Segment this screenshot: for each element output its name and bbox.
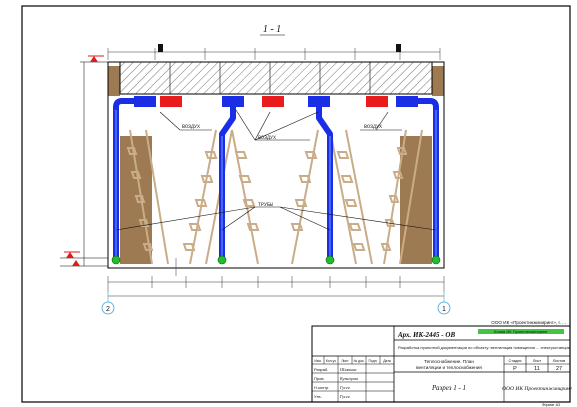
stamp-role-3: Н.контр. <box>314 385 329 390</box>
supply-duct-red-3 <box>366 96 388 107</box>
slab-dividers <box>169 62 371 94</box>
stamp-stage: Р <box>513 366 517 372</box>
callout-label-left: ВОЗДУХ <box>182 124 200 130</box>
stamp-org: ООО ИК Проектинжиниринг <box>502 386 573 392</box>
rack-center-right <box>290 129 373 265</box>
rack-left <box>126 129 169 265</box>
section-title: 1 - 1 <box>263 24 281 35</box>
stamp-role-4: Утв. <box>314 394 322 399</box>
stamp-role-1: Разраб. <box>314 367 328 372</box>
stamp-green-bar <box>478 329 564 334</box>
stamp-footer: Формат А3 <box>542 403 560 407</box>
stamp-role-2: Пров. <box>314 376 325 381</box>
stamp-drawing-name: Разрез 1 - 1 <box>431 384 466 392</box>
stamp-col-head-3: Лист <box>341 359 349 363</box>
stamp-sheet-title-2: вентиляции и теплоснабжения <box>416 365 482 370</box>
callout-label-center: ВОЗДУХ <box>258 135 276 141</box>
axis-bubble-left: 2 <box>101 292 115 315</box>
stamp-stage-head: Стадия <box>509 359 522 363</box>
supply-duct-red-1 <box>160 96 182 107</box>
stamp-name-1: Шляпина <box>339 367 357 372</box>
earth-left-top <box>108 66 120 96</box>
earth-left <box>120 136 152 264</box>
stamp-green-note: Копия ИК Проектинжиниринг <box>494 329 548 334</box>
callout-leaders <box>115 109 437 231</box>
riser-right <box>415 98 439 263</box>
axis-bubble-right: 1 <box>437 292 451 315</box>
stamp-sheet-no: 11 <box>534 366 540 372</box>
stamp-col-head-4: № док. <box>354 359 365 363</box>
stamp-sheets-total: 27 <box>556 366 562 372</box>
riser-left <box>113 98 137 263</box>
supply-duct-red-2 <box>262 96 284 107</box>
stamp-description: Разработка проектной документации по объ… <box>398 345 570 350</box>
earth-right <box>400 136 432 264</box>
callout-label-right: ВОЗДУХ <box>364 124 382 130</box>
anchor-left <box>158 44 163 52</box>
stamp-name-3: Гусев <box>339 385 350 390</box>
stamp-col-head-2: Кол.уч <box>326 359 336 363</box>
riser-center-right <box>316 104 333 263</box>
svg-text:2: 2 <box>106 306 110 313</box>
valve-2 <box>217 255 227 265</box>
stamp-name-4: Гусев <box>339 394 350 399</box>
stamp-sheets-head: Листов <box>553 359 565 363</box>
level-mark-top <box>80 55 108 63</box>
stamp-top-right: ООО ИК «Проектинжиниринг», г. ... <box>491 320 566 325</box>
stamp-name-2: Кузнецова <box>339 376 358 381</box>
stamp-col-head-1: Изм. <box>314 359 321 363</box>
valve-1 <box>111 255 121 265</box>
riser-highlights <box>115 110 437 258</box>
title-block <box>311 325 571 403</box>
valve-4 <box>431 255 441 265</box>
svg-text:1: 1 <box>442 306 446 313</box>
blue-ducts <box>134 96 418 107</box>
bottom-dimension-chain <box>107 258 445 297</box>
top-dimension-chain <box>107 48 441 60</box>
stamp-code: Арх. ИК-2445 - ОВ <box>397 331 455 339</box>
stamp-sheet-title-1: Теплоснабжение. План <box>424 359 474 364</box>
ceiling-slab <box>119 61 433 95</box>
stamp-sheet-head: Лист <box>533 359 542 363</box>
sheet-frame <box>21 5 571 403</box>
valves <box>111 255 441 265</box>
earth-right-top <box>432 66 444 96</box>
anchor-right <box>396 44 401 52</box>
rack-right <box>380 129 423 265</box>
callout-label-pipes: ТРУБЫ <box>258 202 273 208</box>
valve-3 <box>325 255 335 265</box>
stamp-col-head-6: Дата <box>383 359 391 363</box>
stamp-col-head-5: Подп. <box>368 359 377 363</box>
